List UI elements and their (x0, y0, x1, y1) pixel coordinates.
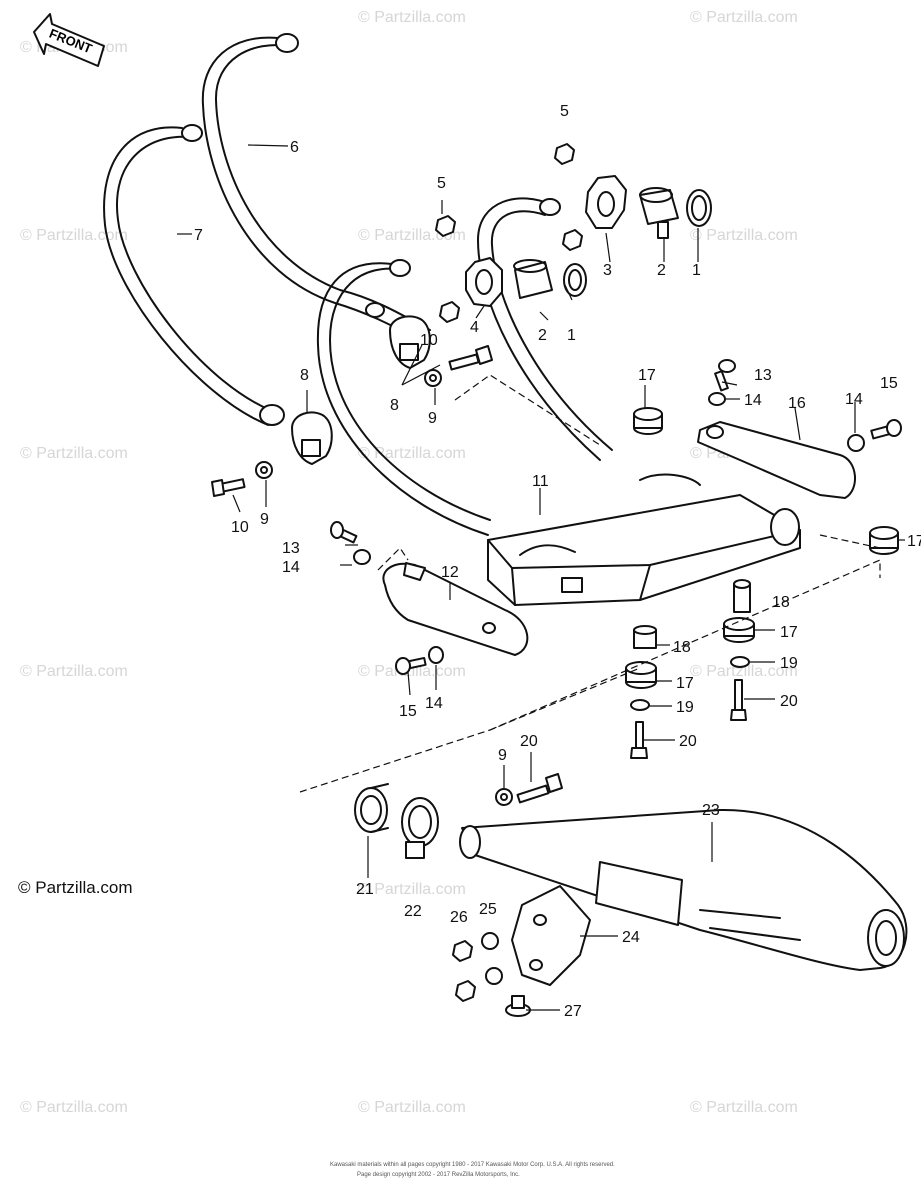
gasket-1 (563, 189, 712, 297)
callout-13: 13 (282, 540, 300, 557)
callout-14: 14 (845, 391, 863, 408)
bolt-20 (516, 679, 747, 804)
nut-5 (435, 143, 583, 323)
site-credit: © Partzilla.com (18, 878, 133, 897)
callout-11: 11 (532, 473, 549, 490)
assembly-dashed-lines (299, 374, 881, 793)
exhaust-pipe-inner (316, 259, 491, 536)
watermark: © Partzilla.com (20, 445, 128, 462)
copyright-line-1: Kawasaki materials within all pages copy… (330, 1162, 615, 1168)
watermark: © Partzilla.com (358, 1099, 466, 1116)
callout-22: 22 (404, 903, 422, 920)
callout-1: 1 (567, 327, 576, 344)
callout-17: 17 (907, 533, 921, 550)
watermark: © Partzilla.com (358, 663, 466, 680)
grommet-17 (625, 407, 899, 689)
callout-14: 14 (744, 392, 762, 409)
watermark: © Partzilla.com (20, 1099, 128, 1116)
watermark: © Partzilla.com (358, 881, 466, 898)
callout-5: 5 (437, 175, 446, 192)
copyright-line-2: Page design copyright 2002 - 2017 RevZil… (357, 1172, 520, 1178)
callout-labels: 5 5 6 7 3 2 1 2 1 4 10 8 8 9 17 13 14 16… (194, 103, 921, 1020)
callout-9: 9 (498, 747, 507, 764)
bolt-10 (211, 345, 493, 497)
exhaust-pipe-7 (103, 124, 285, 426)
callout-25: 25 (479, 901, 497, 918)
watermark: © Partzilla.com (690, 663, 798, 680)
callout-17: 17 (638, 367, 656, 384)
bracket-24 (511, 885, 591, 986)
callout-9: 9 (428, 410, 437, 427)
callout-20: 20 (520, 733, 538, 750)
collector-box-11 (487, 473, 801, 606)
callout-8: 8 (300, 367, 309, 384)
callout-3: 3 (603, 262, 612, 279)
callout-20: 20 (780, 693, 798, 710)
callout-4: 4 (470, 319, 479, 336)
clamp-22 (401, 797, 439, 859)
leader-lines (177, 144, 905, 1011)
watermark: © Partzilla.com (20, 663, 128, 680)
callout-20: 20 (679, 733, 697, 750)
callout-14: 14 (425, 695, 443, 712)
callout-5: 5 (560, 103, 569, 120)
callout-1: 1 (692, 262, 701, 279)
callout-2: 2 (538, 327, 547, 344)
callout-16: 16 (788, 395, 806, 412)
watermark: © Partzilla.com (20, 227, 128, 244)
watermark: © Partzilla.com (690, 9, 798, 26)
bolt-27 (505, 995, 531, 1017)
nut-25-26 (452, 932, 503, 1002)
callout-27: 27 (564, 1003, 582, 1020)
bolt-15 (395, 419, 902, 675)
flange-3 (585, 175, 627, 229)
collar-18 (633, 579, 751, 649)
callout-18: 18 (673, 639, 691, 656)
callout-21: 21 (356, 881, 374, 898)
bracket-16 (697, 421, 857, 499)
callout-23: 23 (702, 802, 720, 819)
callout-2: 2 (657, 262, 666, 279)
heat-guard-12 (382, 562, 529, 656)
washer-9 (255, 369, 513, 806)
callout-15: 15 (880, 375, 898, 392)
watermark: © Partzilla.com (690, 227, 798, 244)
watermark: © Partzilla.com (358, 9, 466, 26)
collar-2 (513, 187, 679, 299)
muffler-23 (459, 808, 908, 971)
callout-18: 18 (772, 594, 790, 611)
callout-6: 6 (290, 139, 299, 156)
clamp-8 (291, 315, 431, 465)
callout-8: 8 (390, 397, 399, 414)
watermark: © Partzilla.com (690, 1099, 798, 1116)
callout-15: 15 (399, 703, 417, 720)
callout-24: 24 (622, 929, 640, 946)
callout-19: 19 (780, 655, 798, 672)
callout-26: 26 (450, 909, 468, 926)
screw-13 (330, 359, 736, 544)
callout-17: 17 (780, 624, 798, 641)
callout-7: 7 (194, 227, 203, 244)
washer-14 (353, 392, 865, 664)
callout-17: 17 (676, 675, 694, 692)
callout-9: 9 (260, 511, 269, 528)
exhaust-pipe-6 (201, 33, 431, 341)
callout-19: 19 (676, 699, 694, 716)
connector-21 (354, 783, 389, 833)
callout-14: 14 (282, 559, 300, 576)
callout-12: 12 (441, 564, 459, 581)
callout-10: 10 (231, 519, 249, 536)
callout-10: 10 (420, 332, 438, 349)
callout-13: 13 (754, 367, 772, 384)
flange-4 (465, 257, 503, 307)
